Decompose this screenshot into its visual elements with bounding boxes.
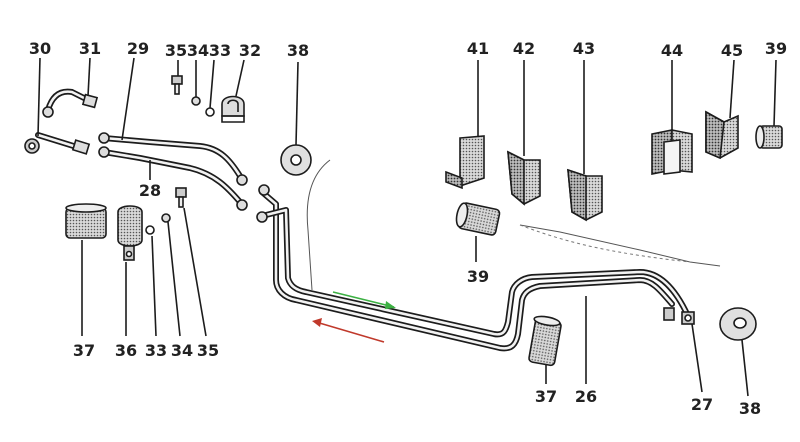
- label-38-top: 38: [287, 41, 309, 60]
- part-33-washer-left: [145, 225, 155, 235]
- label-39-top: 39: [765, 39, 787, 58]
- label-36: 36: [115, 341, 137, 360]
- part-39-sleeve-top: [755, 125, 783, 149]
- label-33-top: 33: [209, 41, 231, 60]
- part-29-pipe-upper: [98, 132, 248, 186]
- label-26: 26: [575, 387, 597, 406]
- label-38-bottom: 38: [739, 399, 761, 418]
- part-38-grommet-top: [280, 144, 312, 176]
- part-26-main-pipe: [256, 184, 691, 352]
- label-33-left: 33: [145, 341, 167, 360]
- part-33-washer-top: [205, 107, 215, 117]
- part-37-sleeve-bottom: [528, 315, 562, 367]
- part-36-clamp: [117, 205, 143, 261]
- part-32-pipe-clip: [221, 95, 245, 123]
- label-41: 41: [467, 39, 489, 58]
- body-outline-dashed: [519, 224, 691, 263]
- label-34-top: 34: [187, 41, 209, 60]
- part-34-washer-top: [191, 96, 201, 106]
- label-31: 31: [79, 39, 101, 58]
- label-37-left: 37: [73, 341, 95, 360]
- part-44-channel: [651, 129, 693, 175]
- label-30: 30: [29, 39, 51, 58]
- part-31-elbow-fitting: [42, 88, 99, 118]
- label-35-top: 35: [165, 41, 187, 60]
- part-34-washer-left: [161, 213, 171, 223]
- label-37-bottom: 37: [535, 387, 557, 406]
- flow-arrow-forward: [332, 291, 396, 309]
- label-42: 42: [513, 39, 535, 58]
- label-29: 29: [127, 39, 149, 58]
- label-43: 43: [573, 39, 595, 58]
- label-27: 27: [691, 395, 713, 414]
- label-34-left: 34: [171, 341, 193, 360]
- body-outline: [306, 159, 331, 291]
- part-27-end-fittings: [663, 307, 695, 325]
- label-28: 28: [139, 181, 161, 200]
- flow-arrow-return: [312, 318, 385, 343]
- body-outline-right: [519, 224, 721, 267]
- part-37-sleeve-left: [65, 203, 107, 239]
- part-42-bracket: [507, 150, 541, 206]
- part-45-bracket: [705, 110, 739, 160]
- part-35-bolt-top: [171, 75, 183, 95]
- part-30-banjo-pipe: [24, 132, 91, 155]
- leader-lines: [37, 57, 777, 397]
- label-32: 32: [239, 41, 261, 60]
- label-39-middle: 39: [467, 267, 489, 286]
- part-38-grommet-bottom: [719, 307, 757, 341]
- part-41-bracket: [445, 135, 485, 190]
- part-35-bolt-left: [175, 187, 187, 208]
- part-28-pipe-lower: [98, 146, 248, 211]
- part-39-sleeve-middle: [455, 202, 501, 236]
- label-44: 44: [661, 41, 683, 60]
- label-35-left: 35: [197, 341, 219, 360]
- label-45: 45: [721, 41, 743, 60]
- part-43-bracket: [567, 168, 603, 222]
